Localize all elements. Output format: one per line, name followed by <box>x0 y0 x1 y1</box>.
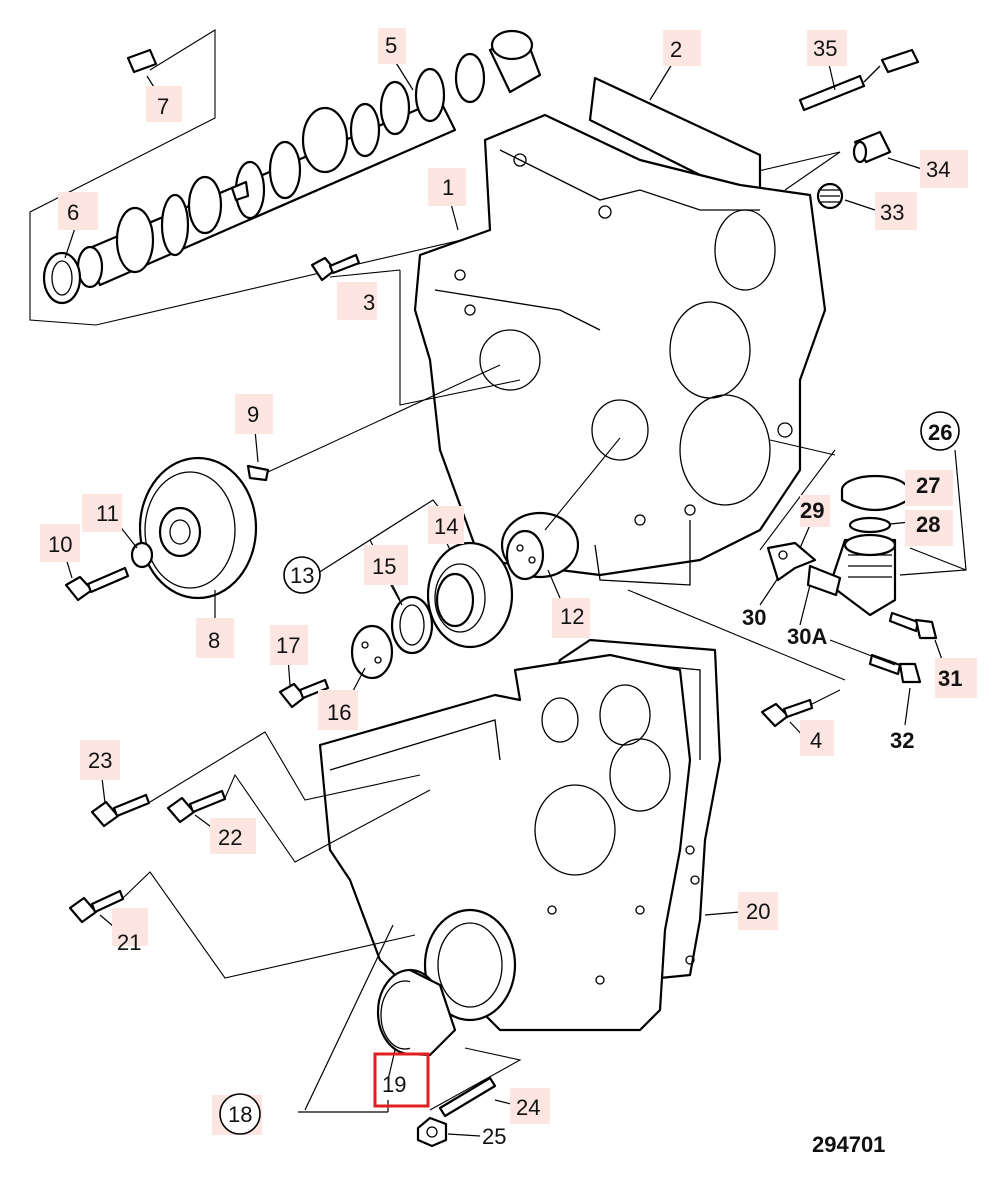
callout-28: 28 <box>916 512 940 537</box>
thrust-plate-16 <box>350 624 394 680</box>
callout-30a: 30A <box>787 624 827 649</box>
callout-22: 22 <box>218 825 242 850</box>
callout-4: 4 <box>810 728 822 753</box>
nut-25 <box>416 1116 448 1148</box>
callout-34: 34 <box>926 157 950 182</box>
callout-21: 21 <box>117 930 141 955</box>
callout-27: 27 <box>916 473 940 498</box>
callout-9: 9 <box>247 402 259 427</box>
callout-31: 31 <box>938 666 962 691</box>
idler-gear <box>426 541 514 649</box>
bolt-4 <box>760 698 814 728</box>
callout-8: 8 <box>208 628 220 653</box>
callout-18: 18 <box>228 1102 252 1127</box>
callout-5: 5 <box>385 33 397 58</box>
key-9 <box>246 464 270 482</box>
callout-14: 14 <box>434 514 458 539</box>
callout-26: 26 <box>928 420 952 445</box>
callout-24: 24 <box>516 1095 540 1120</box>
crankshaft-seal <box>376 968 457 1057</box>
callout-1: 1 <box>442 175 454 200</box>
callout-12: 12 <box>560 604 584 629</box>
callout-32: 32 <box>890 728 914 753</box>
callout-23: 23 <box>88 748 112 773</box>
camshaft-group <box>29 29 841 326</box>
stud-24 <box>438 1076 497 1118</box>
callout-11: 11 <box>96 501 119 526</box>
callout-10: 10 <box>48 532 72 557</box>
callout-6: 6 <box>67 200 79 225</box>
callout-29: 29 <box>800 498 824 523</box>
callout-25: 25 <box>482 1124 506 1149</box>
bolt-3 <box>310 253 361 282</box>
timing-case-housing <box>413 63 827 586</box>
bush-15 <box>390 595 434 655</box>
callout-3: 3 <box>363 290 375 315</box>
sensor-34 <box>852 130 892 164</box>
callout-17: 17 <box>276 633 300 658</box>
callout-15: 15 <box>372 554 396 579</box>
bolt-32 <box>868 653 922 684</box>
seal-ring-28 <box>848 516 892 534</box>
washer-11 <box>130 541 154 569</box>
bolt-31 <box>888 611 938 640</box>
callout-20: 20 <box>746 899 770 924</box>
filler-elbow <box>806 533 897 617</box>
callout-16: 16 <box>327 700 351 725</box>
bolt-21 <box>68 889 125 924</box>
highlighted-callout-frame <box>373 1052 430 1108</box>
thrust-washer <box>42 251 82 305</box>
camshaft-gear <box>138 456 258 600</box>
callout-33: 33 <box>880 200 904 225</box>
bolt-10 <box>64 566 130 602</box>
woodruff-key-7 <box>126 48 158 74</box>
callout-2: 2 <box>670 37 682 62</box>
diagram-reference-number: 294701 <box>812 1132 885 1157</box>
plug-33 <box>816 182 844 210</box>
filler-cap-27 <box>840 474 910 511</box>
bolt-23 <box>90 793 151 828</box>
callout-30: 30 <box>742 605 766 630</box>
front-cover <box>318 653 692 1032</box>
idler-hub <box>500 511 580 581</box>
bolt-22 <box>166 789 227 824</box>
camshaft <box>76 29 542 289</box>
gasket-29 <box>766 541 817 582</box>
callout-19: 19 <box>382 1072 406 1097</box>
callout-7: 7 <box>157 94 169 119</box>
bolt-17 <box>278 678 330 709</box>
callout-13: 13 <box>290 563 314 588</box>
connector-35 <box>798 48 920 112</box>
callout-35: 35 <box>813 36 837 61</box>
